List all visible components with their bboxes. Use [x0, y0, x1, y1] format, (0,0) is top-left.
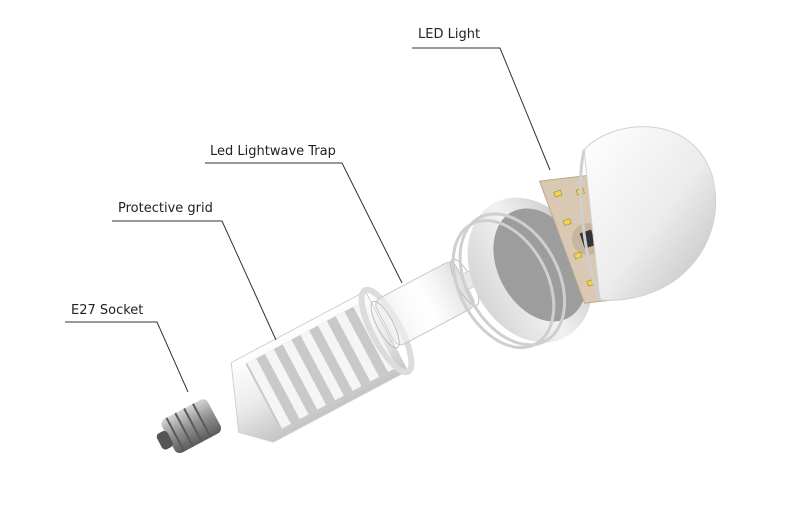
label-led-light: LED Light: [418, 27, 481, 42]
protective-grid-part: [230, 286, 415, 443]
leader-line-grid: [112, 220, 277, 341]
leader-line-led-light: [412, 47, 551, 171]
leader-line-trap: [205, 162, 403, 284]
e27-socket-part: [156, 399, 222, 454]
label-e27-socket: E27 Socket: [71, 303, 144, 318]
leader-line-socket: [65, 321, 189, 393]
label-lightwave-trap: Led Lightwave Trap: [210, 144, 336, 159]
dome-cover-part: [579, 126, 717, 301]
leader-lines: [65, 47, 551, 393]
label-protective-grid: Protective grid: [118, 201, 213, 216]
